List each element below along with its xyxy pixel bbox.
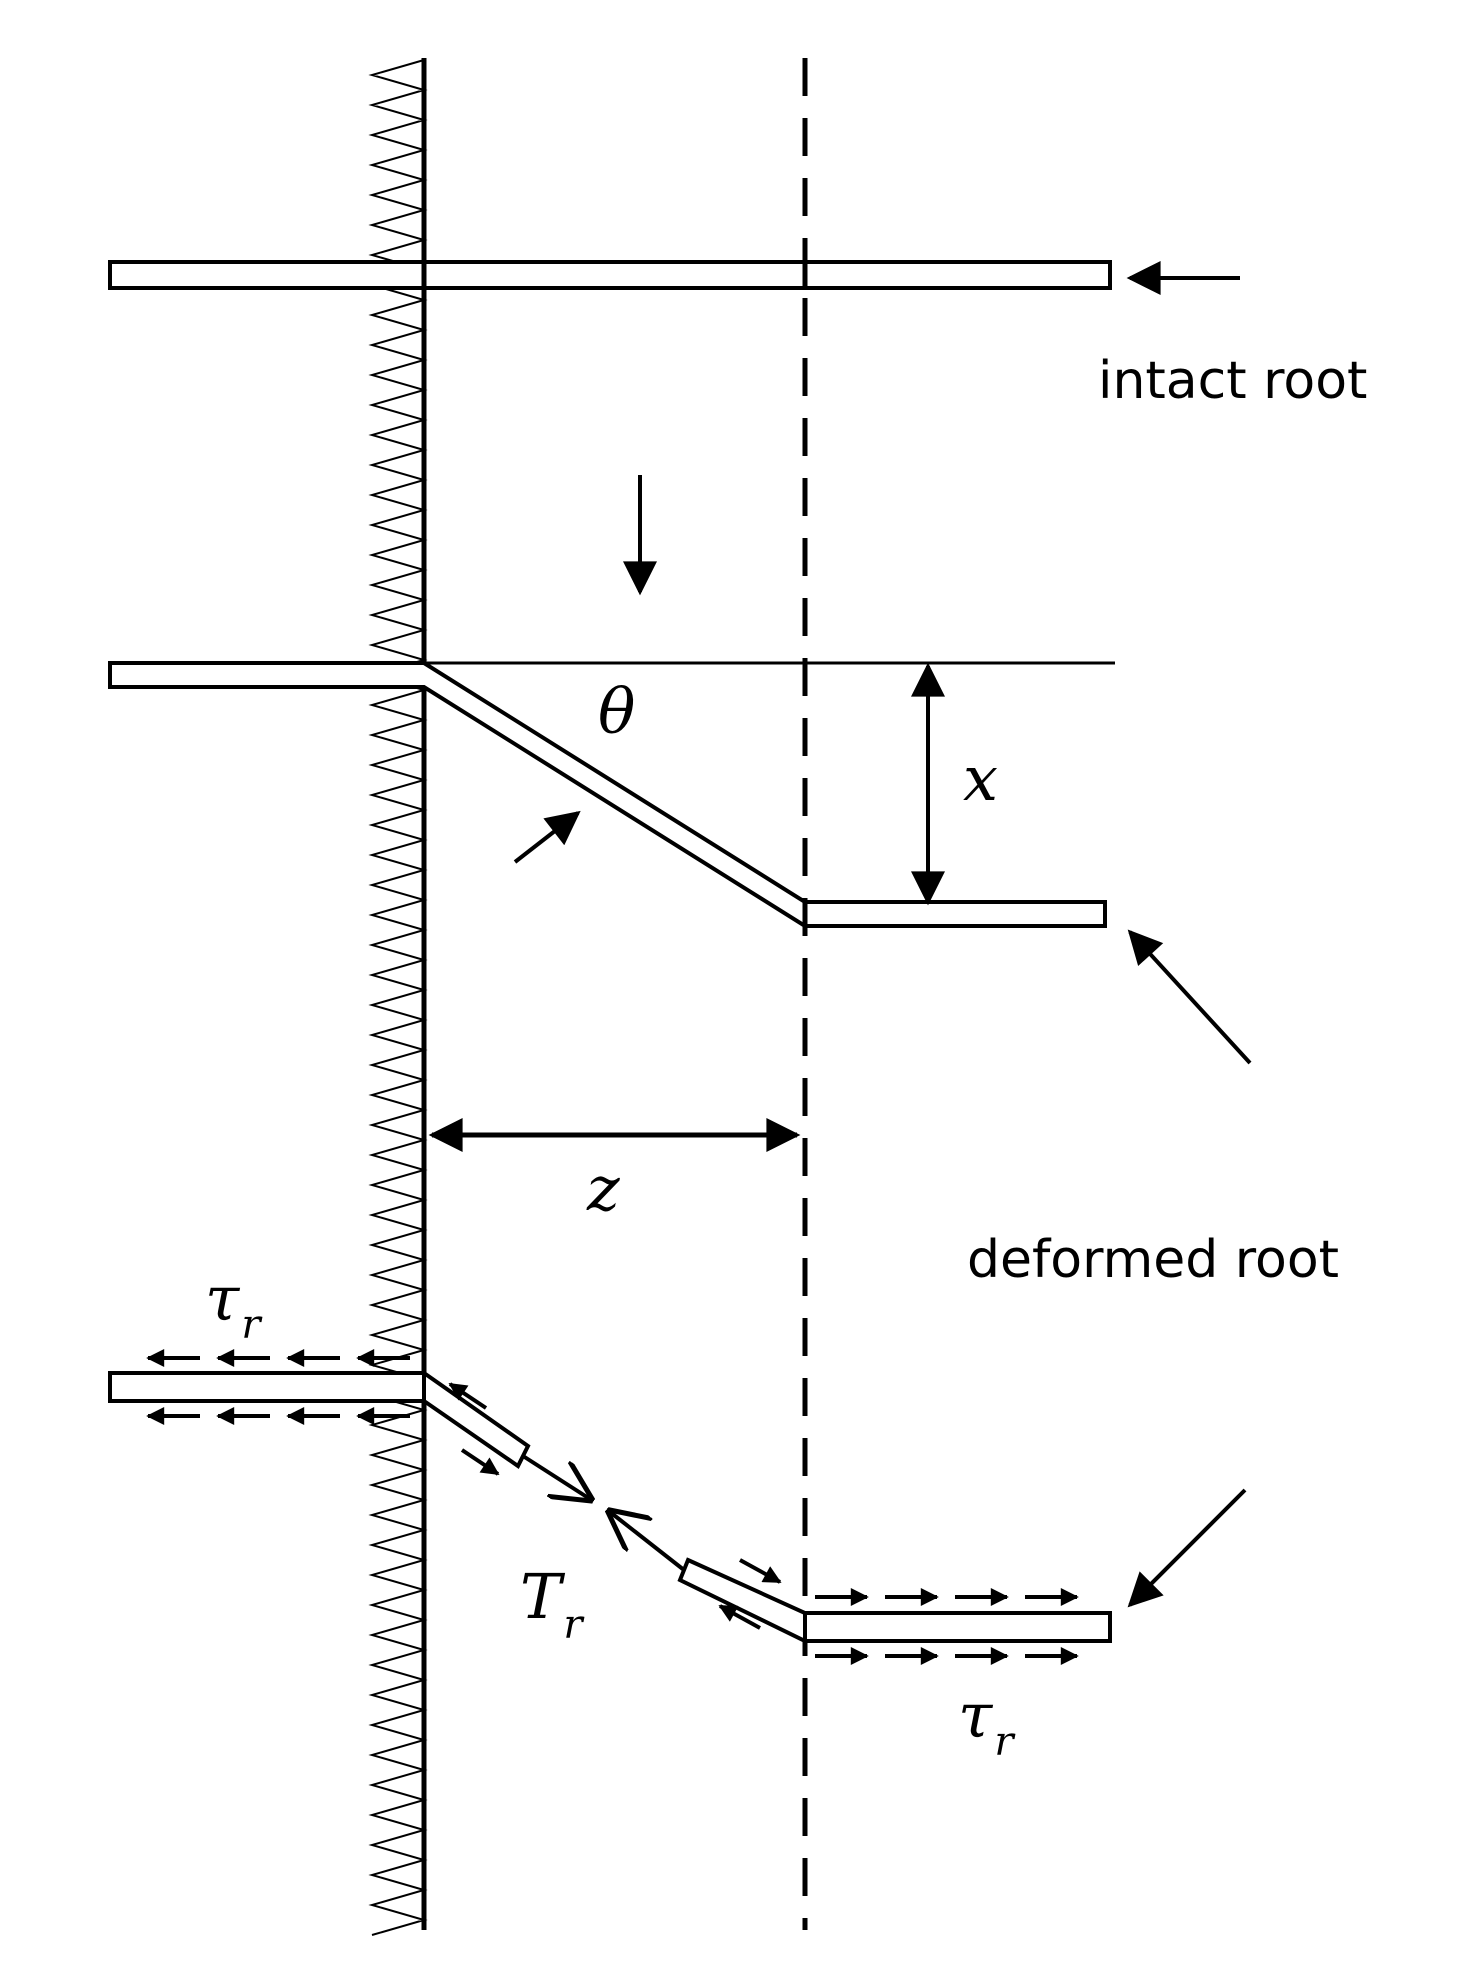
tension-arrow-left bbox=[521, 1454, 590, 1499]
deformed-root-label: deformed root bbox=[967, 1230, 1339, 1290]
z-label: z bbox=[586, 1152, 620, 1225]
right-root-segment bbox=[803, 1611, 1112, 1643]
shear-stress-arrow bbox=[739, 1558, 782, 1584]
deformed-root: θ x z deformed root bbox=[108, 661, 1339, 1290]
shear-plane bbox=[368, 58, 428, 1936]
x-label: x bbox=[963, 742, 998, 815]
deformed-root-pointer-arrow-lower bbox=[1127, 1488, 1247, 1608]
theta-label: θ bbox=[598, 675, 635, 748]
deformed-root-body bbox=[108, 661, 1107, 928]
intact-root: intact root bbox=[108, 260, 1367, 411]
bent-segment-pointer-arrow bbox=[513, 810, 581, 864]
deformed-root-pointer-arrow-upper bbox=[1127, 929, 1252, 1065]
shear-stress-label-right: τr bbox=[958, 1679, 1016, 1765]
tension-arrow-right bbox=[610, 1512, 686, 1572]
shear-stress-arrow bbox=[460, 1448, 500, 1476]
left-oblique-stub bbox=[422, 1369, 531, 1469]
shear-stress-label-left: τr bbox=[205, 1262, 263, 1348]
right-oblique-stub bbox=[677, 1557, 807, 1645]
intact-root-label: intact root bbox=[1098, 351, 1367, 411]
tension-label: Tr bbox=[520, 1560, 585, 1648]
left-root-segment bbox=[108, 1371, 426, 1403]
shear-stress-arrows bbox=[146, 1349, 1079, 1665]
shear-stress-arrow bbox=[448, 1382, 488, 1410]
force-diagram: Tr τr τr bbox=[108, 1262, 1247, 1765]
shear-plane-zigzag bbox=[368, 59, 428, 1936]
intact-root-bar bbox=[108, 260, 1112, 290]
shear-stress-arrow bbox=[718, 1604, 761, 1630]
